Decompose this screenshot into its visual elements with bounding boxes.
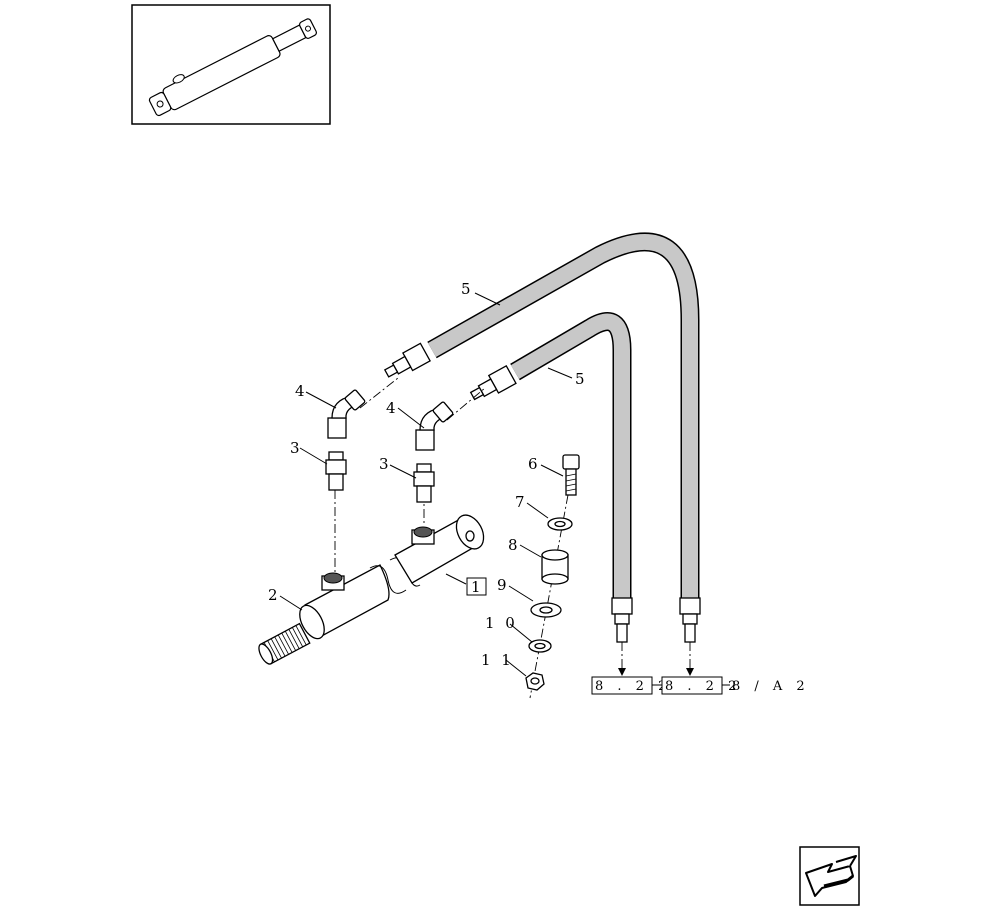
cylinder-thumbnail-icon[interactable] <box>131 4 331 125</box>
arrow-head-left <box>618 668 626 676</box>
cylinder-body <box>258 514 485 665</box>
callout-4-left: 4 <box>295 382 308 400</box>
reference-label-1: 8 . 2 2 <box>595 679 671 694</box>
callout-10: 1 0 <box>485 614 518 632</box>
reference-box-1[interactable]: 8 . 2 2 <box>591 676 671 695</box>
reference-box-2[interactable]: 8 . 2 2 <box>661 676 741 695</box>
callout-4-right: 4 <box>386 399 399 417</box>
washer-7 <box>547 517 573 531</box>
elbow-fitting-right <box>415 401 454 451</box>
callout-3-right: 3 <box>379 455 392 473</box>
adapter-right <box>413 463 435 503</box>
callout-5-long: 5 <box>461 280 474 298</box>
callout-7: 7 <box>515 493 528 511</box>
washer-9 <box>530 602 562 618</box>
bolt <box>562 454 580 496</box>
adapter-left <box>325 451 347 491</box>
arrow-head-right <box>686 668 694 676</box>
elbow-fitting-left <box>327 389 366 439</box>
hose-short <box>469 312 633 643</box>
callout-1-boxed: 1 <box>471 578 481 596</box>
callout-11: 1 1 <box>481 651 514 669</box>
bushing-8 <box>541 549 569 585</box>
callout-6: 6 <box>528 455 541 473</box>
callouts: 5 5 4 4 3 3 2 6 7 8 9 1 0 1 1 1 <box>268 280 588 669</box>
reference-label-2: 8 . 2 2 <box>665 679 741 694</box>
callout-9: 9 <box>497 576 510 594</box>
reference-suffix: 8 / A 2 <box>732 679 810 694</box>
washer-10 <box>528 639 552 653</box>
callout-8: 8 <box>508 536 521 554</box>
next-page-arrow-icon[interactable] <box>799 846 860 906</box>
callout-5-short: 5 <box>575 370 588 388</box>
leader-lines <box>279 292 573 677</box>
callout-2: 2 <box>268 586 281 604</box>
reference-boxes: 8 . 2 2 8 . 2 2 8 / A 2 <box>591 676 810 695</box>
nut-11 <box>525 672 545 691</box>
callout-3-left: 3 <box>290 439 303 457</box>
hose-long <box>383 232 701 643</box>
